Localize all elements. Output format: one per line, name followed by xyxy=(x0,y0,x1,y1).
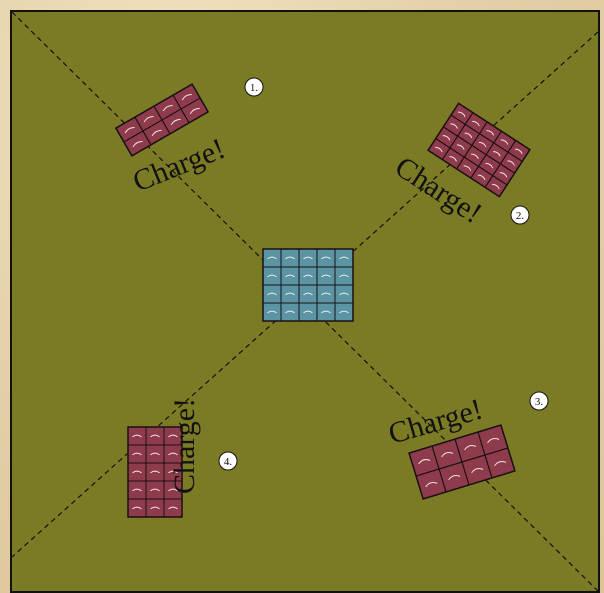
soldier-glint xyxy=(321,256,331,260)
soldier-glint xyxy=(477,174,486,180)
soldier-glint xyxy=(478,141,487,148)
soldier-glint xyxy=(150,452,160,456)
soldier-glint xyxy=(450,123,458,129)
battle-map: Charge! Charge! Charge! Charge! 1. 2. 3.… xyxy=(10,10,600,593)
soldier-glint xyxy=(150,488,160,492)
soldier-cell xyxy=(163,498,183,518)
unit-number-1-text: 1. xyxy=(250,82,259,94)
soldier-glint xyxy=(471,153,479,159)
soldier-glint xyxy=(303,292,313,296)
soldier-glint xyxy=(339,310,349,314)
soldier-glint xyxy=(150,470,160,474)
soldier-glint xyxy=(168,470,178,474)
soldier-glint xyxy=(456,144,465,150)
soldier-glint xyxy=(448,475,461,481)
player-unit-center[interactable] xyxy=(262,248,354,322)
battle-map-svg: Charge! Charge! Charge! Charge! 1. 2. 3.… xyxy=(12,12,598,591)
soldier-glint xyxy=(500,139,509,145)
soldier-glint xyxy=(449,156,457,162)
soldier-glint xyxy=(321,274,331,278)
enemy-unit-4[interactable] xyxy=(127,426,183,518)
enemy-unit-3[interactable] xyxy=(408,424,516,500)
soldier-glint xyxy=(168,506,178,510)
soldier-glint xyxy=(132,488,142,492)
soldier-glint xyxy=(132,506,142,510)
unit-number-4: 4. xyxy=(218,451,238,471)
soldier-glint xyxy=(486,130,495,136)
soldier-glint xyxy=(150,434,160,438)
soldier-glint xyxy=(464,132,473,138)
soldier-glint xyxy=(285,310,295,314)
soldier-glint xyxy=(150,506,160,510)
soldier-glint xyxy=(285,274,295,278)
soldier-glint xyxy=(168,452,178,456)
unit-number-4-text: 4. xyxy=(224,456,233,468)
soldier-glint xyxy=(162,105,173,112)
unit-number-3: 3. xyxy=(529,391,549,411)
soldier-cell xyxy=(484,174,508,198)
soldier-glint xyxy=(435,146,443,153)
soldier-glint xyxy=(168,434,178,438)
soldier-glint xyxy=(132,434,142,438)
soldier-glint xyxy=(124,127,135,134)
soldier-glint xyxy=(143,116,154,123)
soldier-glint xyxy=(303,310,313,314)
soldier-glint xyxy=(499,172,508,178)
charge-label-4: Charge! xyxy=(168,398,201,494)
diagonal-line-main xyxy=(12,12,598,591)
soldier-glint xyxy=(151,129,162,137)
enemy-unit-1[interactable] xyxy=(114,83,210,157)
soldier-glint xyxy=(441,452,454,458)
soldier-glint xyxy=(303,256,313,260)
soldier-glint xyxy=(339,274,349,278)
soldier-glint xyxy=(471,468,484,474)
unit-number-2: 2. xyxy=(510,205,530,225)
soldier-glint xyxy=(303,274,313,278)
soldier-glint xyxy=(492,183,500,190)
soldier-glint xyxy=(339,292,349,296)
soldier-glint xyxy=(514,148,523,155)
unit-number-3-text: 3. xyxy=(535,396,544,408)
soldier-glint xyxy=(168,488,178,492)
soldier-glint xyxy=(485,162,494,169)
charge-lines xyxy=(12,12,598,591)
enemy-unit-2[interactable] xyxy=(427,102,531,198)
soldier-glint xyxy=(321,310,331,314)
soldier-glint xyxy=(339,256,349,260)
soldier-glint xyxy=(189,107,200,115)
soldier-glint xyxy=(464,445,477,451)
soldier-glint xyxy=(418,459,431,465)
soldier-glint xyxy=(170,118,181,126)
soldier-glint xyxy=(132,140,143,148)
soldier-glint xyxy=(267,310,277,314)
soldier-glint xyxy=(507,160,515,166)
soldier-glint xyxy=(487,438,500,444)
soldier-glint xyxy=(321,292,331,296)
soldier-glint xyxy=(267,256,277,260)
soldier-cell xyxy=(484,447,516,479)
soldier-glint xyxy=(457,111,466,117)
soldier-cell xyxy=(180,97,209,124)
soldier-glint xyxy=(285,256,295,260)
soldier-glint xyxy=(463,165,472,171)
soldier-glint xyxy=(267,292,277,296)
soldier-glint xyxy=(267,274,277,278)
soldier-glint xyxy=(285,292,295,296)
soldier-glint xyxy=(494,460,507,467)
soldier-glint xyxy=(442,135,451,141)
soldier-glint xyxy=(425,482,438,488)
soldier-glint xyxy=(472,120,480,127)
unit-number-1: 1. xyxy=(244,77,264,97)
soldier-glint xyxy=(493,151,501,157)
soldier-glint xyxy=(181,94,192,101)
unit-number-2-text: 2. xyxy=(516,210,525,222)
soldier-glint xyxy=(132,452,142,456)
soldier-cell xyxy=(334,302,354,322)
soldier-glint xyxy=(132,470,142,474)
